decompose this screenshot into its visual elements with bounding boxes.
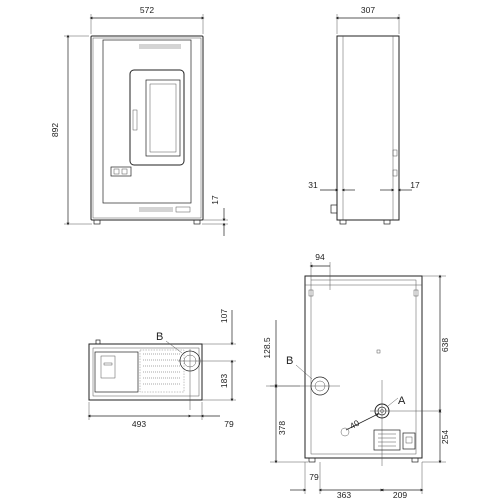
rear-label-a: A bbox=[398, 395, 406, 407]
front-height-dim: 892 bbox=[50, 123, 60, 137]
top-vent-grill bbox=[139, 44, 181, 49]
rear-dim-94: 94 bbox=[315, 252, 325, 262]
front-view: 572 892 17 bbox=[50, 5, 228, 236]
rear-view: B A 40 94 638 bbox=[262, 252, 450, 500]
front-foot-dim: 17 bbox=[210, 195, 220, 205]
side-depth-dim: 307 bbox=[361, 5, 375, 15]
rear-label-b: B bbox=[286, 355, 293, 367]
rear-dim-40: 40 bbox=[348, 418, 361, 432]
front-width-dim: 572 bbox=[140, 5, 154, 15]
rear-dim-363: 363 bbox=[337, 490, 351, 500]
top-dim-79: 79 bbox=[224, 419, 234, 429]
rear-dim-254: 254 bbox=[440, 430, 450, 444]
side-view: 307 31 17 bbox=[308, 5, 420, 225]
top-label-b: B bbox=[156, 331, 163, 343]
top-dim-493: 493 bbox=[132, 419, 146, 429]
side-left-offset-dim: 31 bbox=[308, 180, 318, 190]
top-mesh-area bbox=[139, 349, 185, 393]
bottom-vent-grill bbox=[139, 206, 191, 213]
top-dim-107: 107 bbox=[219, 309, 229, 323]
rear-dim-79: 79 bbox=[309, 472, 319, 482]
control-panel bbox=[110, 166, 132, 177]
top-dim-183: 183 bbox=[219, 374, 229, 388]
top-view: B 107 183 493 79 bbox=[87, 309, 236, 429]
rear-dim-638: 638 bbox=[440, 338, 450, 352]
rear-electrical-panel bbox=[373, 429, 416, 451]
rear-dim-378: 378 bbox=[277, 421, 287, 435]
side-right-offset-dim: 17 bbox=[410, 180, 420, 190]
rear-dim-209: 209 bbox=[393, 490, 407, 500]
stove-door bbox=[129, 69, 185, 166]
rear-dim-128-5: 128.5 bbox=[262, 337, 272, 359]
